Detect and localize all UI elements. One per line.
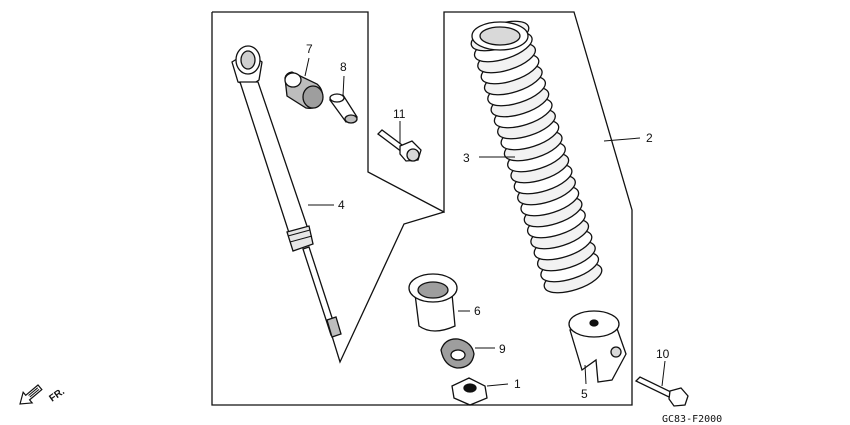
callout-labels: 1 2 3 4 5 6 7 8 9 10 11 <box>306 42 670 401</box>
callout-3: 3 <box>463 151 470 165</box>
callout-10: 10 <box>656 347 670 361</box>
rubber-bush <box>284 71 324 109</box>
collar <box>328 93 358 124</box>
callout-7: 7 <box>306 42 313 56</box>
callout-leaders <box>304 57 666 387</box>
lower-joint <box>568 310 627 383</box>
callout-5: 5 <box>581 387 588 401</box>
callout-4: 4 <box>338 198 345 212</box>
damper-rod-unit <box>231 45 342 338</box>
coil-spring <box>470 20 603 294</box>
callout-9: 9 <box>499 342 506 356</box>
callout-6: 6 <box>474 304 481 318</box>
cup-bush <box>408 273 458 332</box>
callout-2: 2 <box>646 131 653 145</box>
callout-11: 11 <box>393 107 406 121</box>
front-direction-label: FR. <box>47 386 67 404</box>
flange-bolt-upper <box>377 129 422 162</box>
rubber-stopper <box>440 338 475 369</box>
flange-bolt-lower <box>634 376 689 407</box>
cap-nut <box>451 377 488 406</box>
diagram-code: GC83-F2000 <box>662 414 722 425</box>
callout-8: 8 <box>340 60 347 74</box>
callout-1: 1 <box>514 377 521 391</box>
front-direction-arrow <box>19 384 43 405</box>
